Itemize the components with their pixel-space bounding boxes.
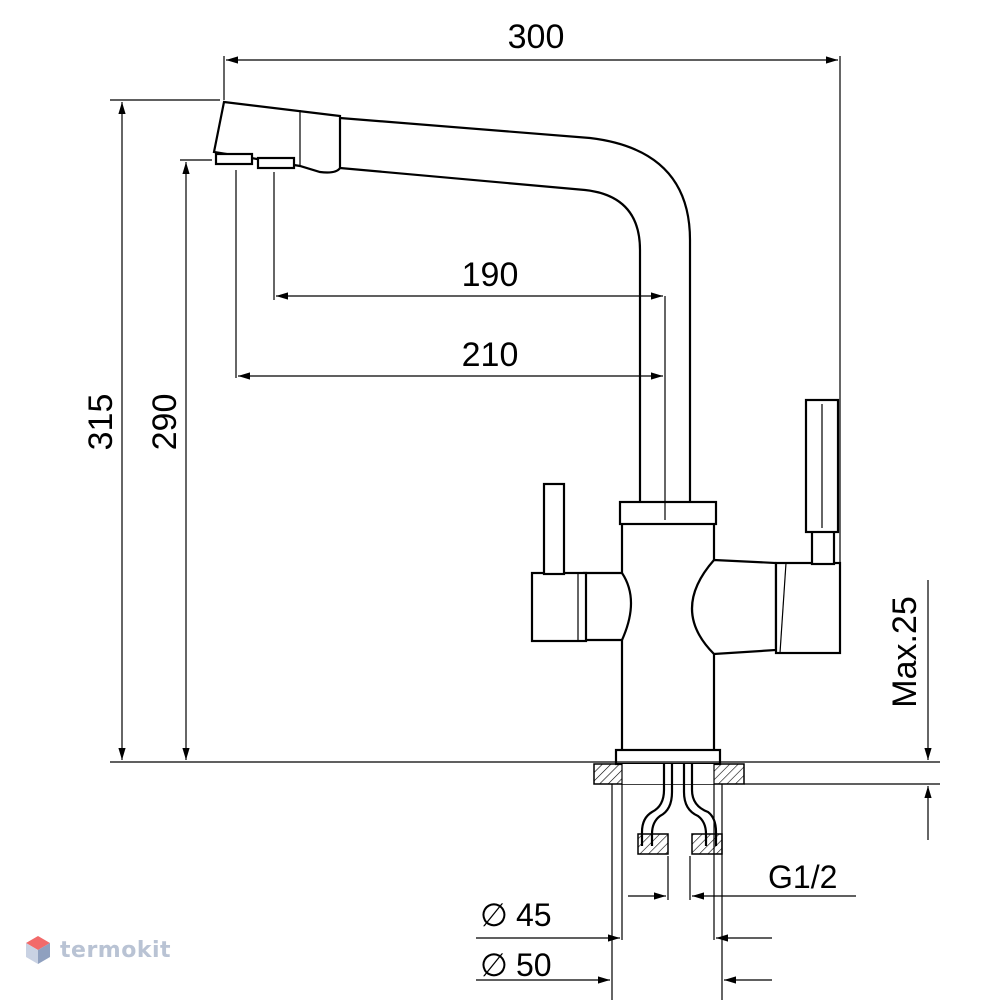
faucet-outline [212, 100, 842, 766]
dim-50-label: 50 [516, 947, 552, 983]
collar [618, 500, 718, 526]
right-lever-stem [810, 528, 836, 566]
dim-g12-label: G1/2 [768, 859, 837, 895]
diameter-symbol-45: ∅ [480, 897, 508, 933]
dimension-lines [118, 56, 932, 984]
dim-300-label: 300 [508, 18, 565, 56]
left-lever [542, 482, 566, 576]
left-handle-cap [530, 571, 588, 643]
dim-210-label: 210 [462, 336, 519, 374]
diameter-symbol-50: ∅ [480, 947, 508, 983]
dim-190-label: 190 [462, 256, 519, 294]
brand-name: termokit [60, 937, 172, 963]
dim-290-label: 290 [146, 394, 184, 451]
dim-315-label: 315 [82, 394, 120, 451]
brand-cube-icon [26, 936, 50, 964]
brand-watermark: termokit [24, 934, 171, 966]
right-handle-cap [774, 561, 842, 655]
dim-45-label: 45 [516, 897, 552, 933]
extension-lines [110, 56, 940, 1000]
spout-top-edge [339, 116, 692, 502]
aerator-left [214, 152, 254, 166]
hose-right [682, 764, 708, 846]
left-handle-housing [582, 571, 632, 642]
right-handle-housing [691, 558, 778, 656]
spout-bottom-edge [339, 166, 642, 502]
hose-left [640, 764, 666, 846]
aerator-right [256, 156, 296, 170]
dim-max25-label: Max.25 [886, 596, 924, 708]
